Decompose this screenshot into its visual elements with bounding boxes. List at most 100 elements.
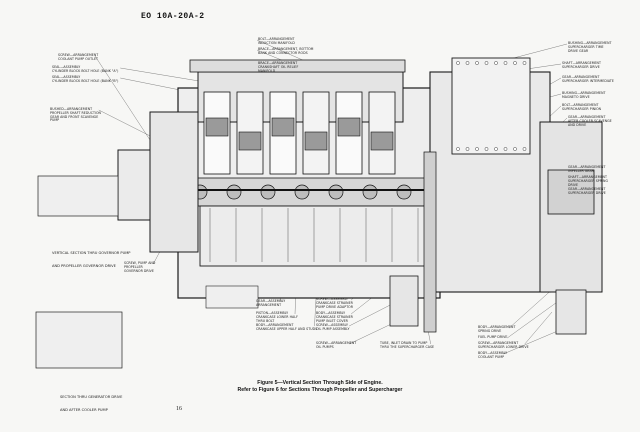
supercharger-top-cover <box>451 57 531 155</box>
cover-bolt <box>494 147 498 151</box>
piston <box>304 131 328 151</box>
callout-line: PUMP <box>50 118 60 123</box>
callout-line: BUSHING—ARRANGEMENT <box>568 41 612 45</box>
callout-line: PUMP DRIVE ADAPTOR <box>316 304 354 309</box>
callout-line: AND DRIVE <box>568 122 587 127</box>
callout-line: SCREW—ARRANGEMENT <box>316 341 357 345</box>
callout-line: SUPERCHARGER INTERMEDIATE <box>562 78 614 83</box>
callout-line: COOLANT PUMP <box>478 354 505 359</box>
figure-caption: Figure 5—Vertical Section Through Side o… <box>0 380 640 394</box>
main-bearing <box>396 184 412 200</box>
callout-bottom-right-2: FUEL PUMP DRIVE <box>478 335 508 340</box>
callout-line: BOLT—ARRANGEMENT <box>258 37 295 41</box>
callout-line: SCREW, PUMP AND <box>124 261 156 265</box>
main-bearing <box>260 184 276 200</box>
document-id: EO 10A-20A-2 <box>141 12 205 21</box>
callout-line: IMPELLER GEAR <box>568 168 594 173</box>
cover-bolt <box>513 61 517 65</box>
callout-line: CRANKCASE STRAINER <box>316 314 353 319</box>
callout-line: COOLANT PUMP OUTLET <box>58 56 99 61</box>
callout-line: GEAR—ARRANGEMENT <box>562 75 600 79</box>
callout-line: PUMP INLET COVER <box>316 318 348 323</box>
cover-bolt <box>465 147 470 151</box>
cover-bolt <box>513 147 517 151</box>
callout-line: FUEL PUMP DRIVE <box>478 335 508 339</box>
reduction-gear-case <box>149 111 199 253</box>
callout-line: SUPERCHARGER LOWER DRIVE <box>478 344 529 349</box>
main-bearing <box>328 184 344 200</box>
fuel-pump-body <box>389 275 419 327</box>
callout-line: BANK AND CONNECTOR RODS <box>258 50 308 55</box>
callout-line: PROPELLER <box>124 264 143 269</box>
callout-line: BRACE—ARRANGEMENT, BOTTOM <box>258 47 314 51</box>
leader-line <box>120 67 206 83</box>
cover-bolt <box>484 61 489 65</box>
cover-bolt <box>503 147 508 151</box>
callout-line: CYLINDER BLOCK BOLT HOLE (BANK "B") <box>52 78 119 83</box>
piston <box>271 117 295 137</box>
callout-line: GEAR—ASSEMBLY <box>256 299 286 303</box>
piston <box>337 117 361 137</box>
callout-line: SHAFT—ARRANGEMENT <box>562 61 601 65</box>
generator-view-caption: SECTION THRU GENERATOR DRIVE AND AFTER C… <box>60 394 123 413</box>
callout-line: DRIVE GEAR <box>568 48 589 53</box>
leader-line <box>524 311 553 345</box>
callout-line: SCREW—ASSEMBLY <box>316 297 348 301</box>
callout-line: SEAL—ASSEMBLY <box>52 75 81 79</box>
callout-line: BODY—ASSEMBLY <box>316 311 346 315</box>
callout-line: GEAR—ARRANGEMENT <box>568 187 606 191</box>
coolant-pump-body <box>555 289 587 335</box>
cover-bolt <box>522 147 527 151</box>
cam-cover <box>189 59 406 73</box>
callout-line: THRU BOLT <box>256 318 275 323</box>
callout-line: SCREW—ARRANGEMENT <box>58 53 99 57</box>
cover-bolt <box>475 61 479 65</box>
callout-line: BODY—ARRANGEMENT <box>256 323 294 327</box>
cover-bolt <box>494 61 498 65</box>
callout-line: SEAL—ASSEMBLY <box>52 65 81 69</box>
leader-line <box>503 329 561 355</box>
leader-line <box>505 43 568 61</box>
callout-line: BUSHING—ARRANGEMENT <box>562 91 606 95</box>
callout-line: TUBE, INLET DRAIN TO PUMP <box>380 341 428 345</box>
piston <box>238 131 262 151</box>
accessory-shaft <box>423 151 437 333</box>
callout-line: INDUCTION MANIFOLD <box>258 40 295 45</box>
cover-bolt <box>522 61 527 65</box>
callout-line: CRANKSHAFT OIL RELIEF <box>258 64 299 69</box>
callout-line: BRACE—ARRANGEMENT <box>258 61 298 65</box>
leader-line <box>507 299 561 339</box>
piston <box>370 131 394 151</box>
callout-line: BOLT—ARRANGEMENT <box>562 103 599 107</box>
main-bearing <box>294 184 310 200</box>
callout-line: GEAR AND FRONT SCAVENGE <box>50 114 99 119</box>
callout-line: GEAR—ARRANGEMENT <box>568 115 606 119</box>
piston <box>205 117 229 137</box>
engine-cross-section <box>35 57 603 369</box>
callout-line: CRANKCASE LOWER HALF <box>256 314 298 319</box>
callout-line: SUPERCHARGER SPRING <box>568 178 608 183</box>
callout-line: SCREW—ASSEMBLY <box>316 323 348 327</box>
leader-line <box>94 55 151 141</box>
leader-line <box>509 285 557 329</box>
caption-line-2: Refer to Figure 6 for Sections Through P… <box>237 387 403 393</box>
governor-pump-inset <box>37 175 119 217</box>
